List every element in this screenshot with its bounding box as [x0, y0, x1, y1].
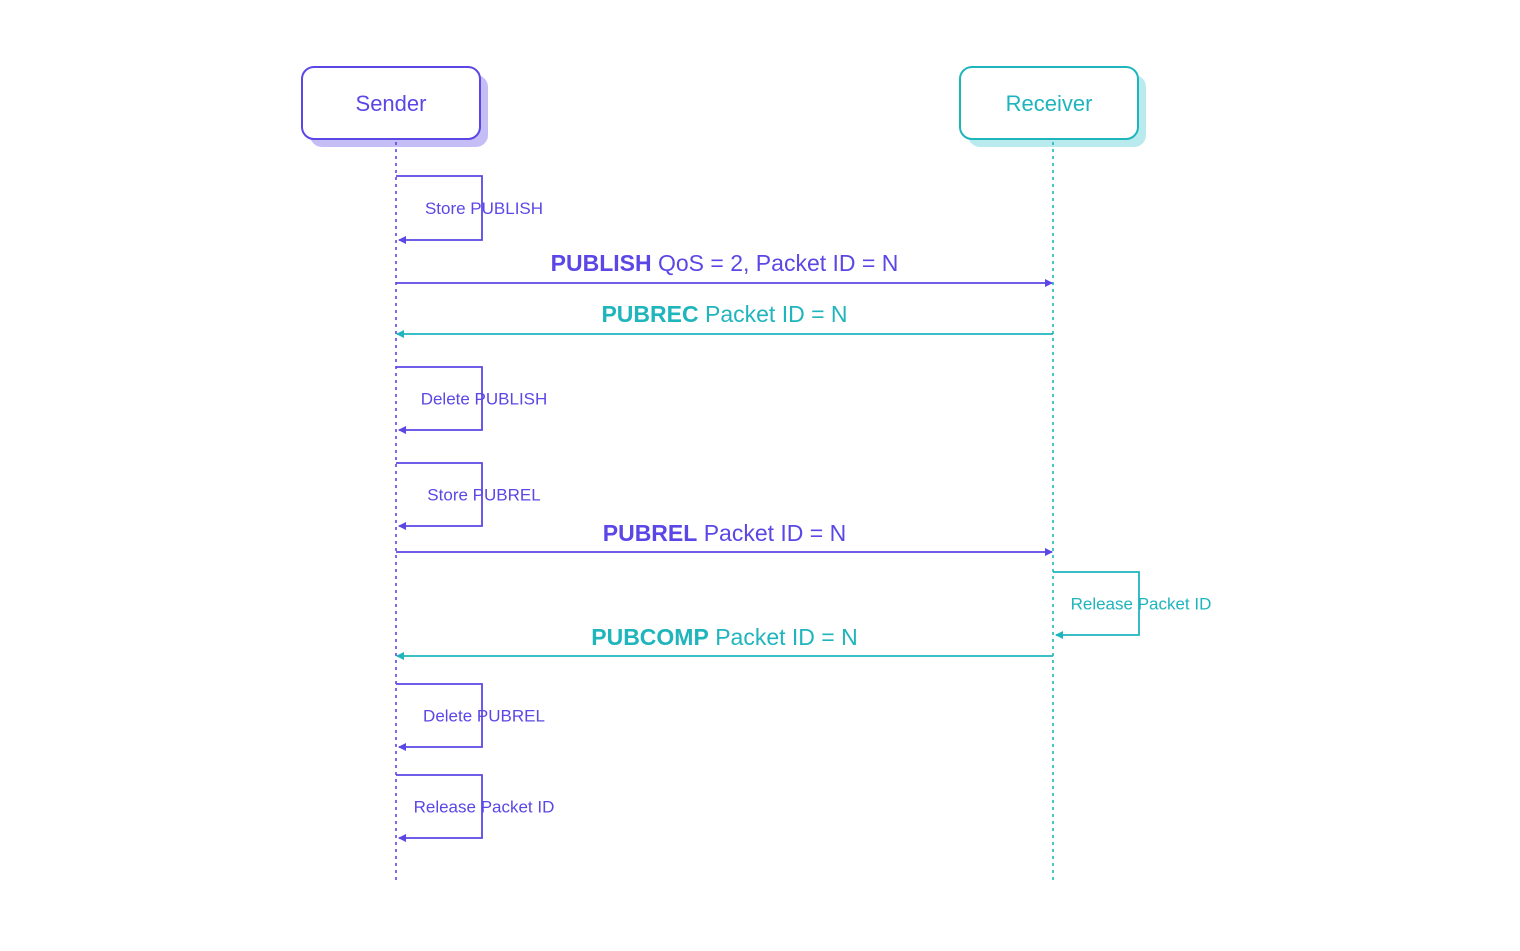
- self-message-loop: [396, 366, 483, 434]
- message-pubcomp: PUBCOMP Packet ID = N: [396, 624, 1053, 660]
- self-message-label: Release Packet ID: [1071, 595, 1212, 614]
- self-message-loop: [1053, 571, 1140, 639]
- receiver-box: [959, 66, 1139, 140]
- message-publish: PUBLISH QoS = 2, Packet ID = N: [396, 250, 1053, 287]
- self-message-label: Delete PUBLISH: [421, 390, 548, 409]
- self-message-sender: Delete PUBLISH: [396, 366, 548, 434]
- receiver-label: Receiver: [1006, 91, 1093, 116]
- sender-box: [301, 66, 481, 140]
- message-label: PUBREL Packet ID = N: [603, 520, 846, 546]
- message-label: PUBCOMP Packet ID = N: [591, 624, 857, 650]
- message-keyword: PUBREL: [603, 520, 698, 546]
- message-detail: QoS = 2, Packet ID = N: [652, 250, 899, 276]
- self-message-label: Store PUBREL: [427, 486, 540, 505]
- self-message-loop: [396, 175, 483, 244]
- message-detail: Packet ID = N: [697, 520, 846, 546]
- self-message-receiver: Release Packet ID: [1053, 571, 1212, 639]
- message-detail: Packet ID = N: [709, 624, 858, 650]
- receiver-participant: Receiver: [959, 66, 1146, 147]
- self-message-loop: [396, 774, 483, 842]
- message-label: PUBREC Packet ID = N: [601, 301, 847, 327]
- self-message-sender: Store PUBREL: [396, 462, 541, 530]
- message-label: PUBLISH QoS = 2, Packet ID = N: [551, 250, 899, 276]
- sender-label: Sender: [356, 91, 427, 116]
- self-message-sender: Store PUBLISH: [396, 175, 543, 244]
- self-message-label: Store PUBLISH: [425, 199, 543, 218]
- self-message-loop: [396, 462, 483, 530]
- sender-participant: Sender: [301, 66, 488, 147]
- message-pubrel: PUBREL Packet ID = N: [396, 520, 1053, 556]
- self-message-sender: Release Packet ID: [396, 774, 555, 842]
- message-keyword: PUBREC: [601, 301, 698, 327]
- message-keyword: PUBCOMP: [591, 624, 709, 650]
- steps-layer: Store PUBLISH PUBLISH QoS = 2, Packet ID …: [396, 175, 1212, 842]
- message-pubrec: PUBREC Packet ID = N: [396, 301, 1053, 338]
- message-detail: Packet ID = N: [699, 301, 848, 327]
- self-message-label: Delete PUBREL: [423, 707, 545, 726]
- message-keyword: PUBLISH: [551, 250, 652, 276]
- self-message-label: Release Packet ID: [414, 798, 555, 817]
- self-message-sender: Delete PUBREL: [396, 683, 545, 751]
- self-message-loop: [396, 683, 483, 751]
